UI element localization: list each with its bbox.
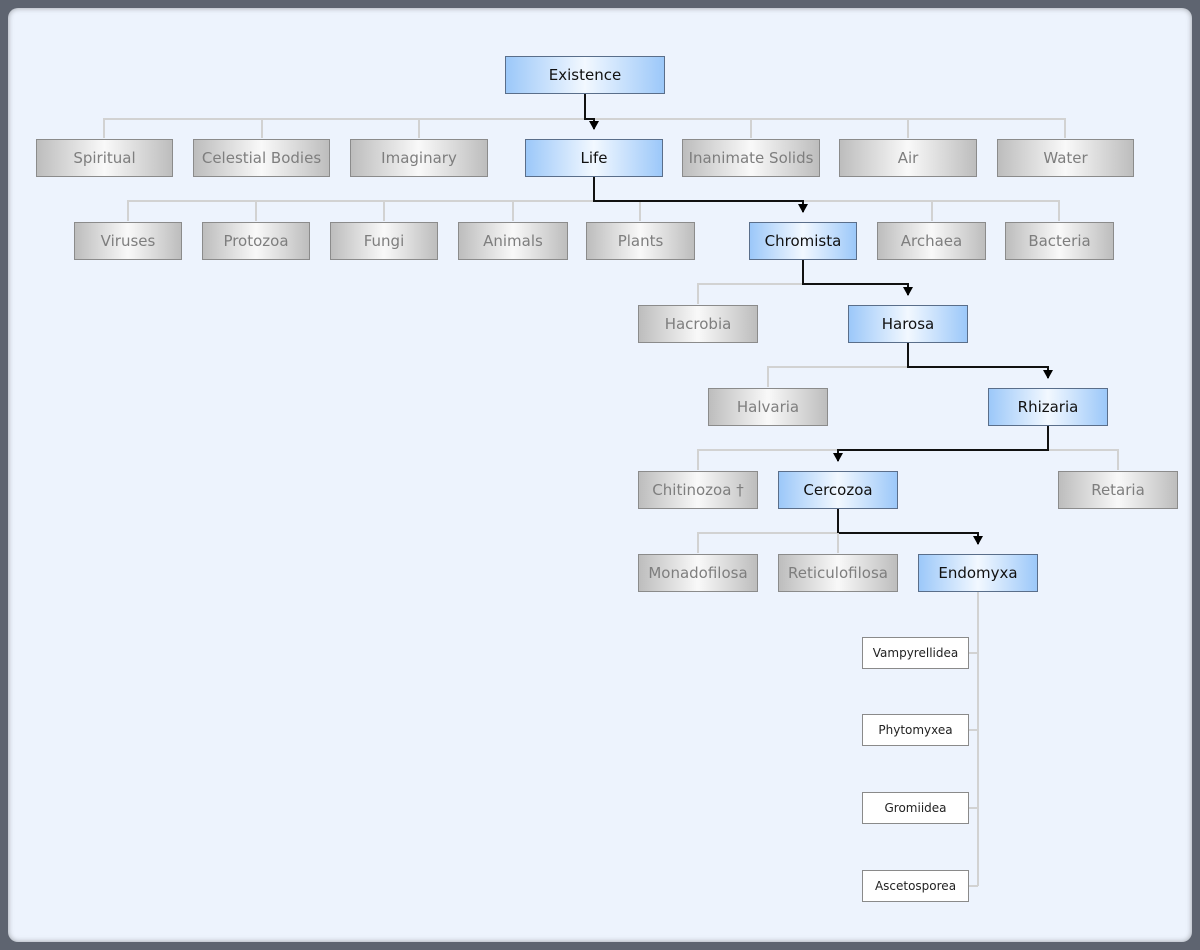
node-label: Retaria <box>1091 481 1145 499</box>
node-chromista[interactable]: Chromista <box>749 222 857 260</box>
node-monadofilosa[interactable]: Monadofilosa <box>638 554 758 592</box>
node-label: Gromiidea <box>884 801 947 815</box>
connector-chitinozoa <box>697 449 1119 470</box>
node-label: Rhizaria <box>1017 398 1079 416</box>
node-water[interactable]: Water <box>997 139 1134 177</box>
node-reticulofilosa[interactable]: Reticulofilosa <box>778 554 898 592</box>
node-label: Imaginary <box>381 149 457 167</box>
node-imaginary[interactable]: Imaginary <box>350 139 488 177</box>
node-fungi[interactable]: Fungi <box>330 222 438 260</box>
node-label: Viruses <box>100 232 156 250</box>
node-label: Archaea <box>900 232 963 250</box>
node-label: Vampyrellidea <box>872 646 959 660</box>
node-label: Celestial Bodies <box>201 149 322 167</box>
node-label: Hacrobia <box>664 315 732 333</box>
node-air[interactable]: Air <box>839 139 977 177</box>
node-label: Chromista <box>764 232 842 250</box>
path-cercozoa-endomyxa <box>837 509 983 545</box>
node-bacteria[interactable]: Bacteria <box>1005 222 1114 260</box>
connector-monadofilosa <box>697 532 839 553</box>
node-label: Existence <box>548 66 622 84</box>
node-animals[interactable]: Animals <box>458 222 568 260</box>
node-label: Life <box>580 149 608 167</box>
path-harosa-rhizaria <box>907 343 1053 379</box>
node-endomyxa[interactable]: Endomyxa <box>918 554 1038 592</box>
connector-halvaria <box>767 366 908 387</box>
node-label: Animals <box>483 232 543 250</box>
node-celestial-bodies[interactable]: Celestial Bodies <box>193 139 330 177</box>
node-label: Halvaria <box>736 398 800 416</box>
path-rhizaria-cercozoa <box>833 426 1049 462</box>
node-label: Spiritual <box>73 149 136 167</box>
node-cercozoa[interactable]: Cercozoa <box>778 471 898 509</box>
path-life-chromista <box>593 177 808 213</box>
node-rhizaria[interactable]: Rhizaria <box>988 388 1108 426</box>
node-label: Air <box>897 149 919 167</box>
node-label: Ascetosporea <box>874 879 957 893</box>
node-label: Endomyxa <box>938 564 1018 582</box>
node-viruses[interactable]: Viruses <box>74 222 182 260</box>
connector-spiritual <box>103 118 1066 138</box>
node-halvaria[interactable]: Halvaria <box>708 388 828 426</box>
node-harosa[interactable]: Harosa <box>848 305 968 343</box>
node-phytomyxea[interactable]: Phytomyxea <box>862 714 969 746</box>
node-archaea[interactable]: Archaea <box>877 222 986 260</box>
node-label: Bacteria <box>1028 232 1091 250</box>
connector-viruses <box>127 200 1060 221</box>
node-label: Protozoa <box>223 232 289 250</box>
node-inanimate-solids[interactable]: Inanimate Solids <box>682 139 820 177</box>
path-existence-life <box>584 94 599 130</box>
node-label: Chitinozoa † <box>652 481 744 499</box>
node-label: Plants <box>617 232 664 250</box>
node-plants[interactable]: Plants <box>586 222 695 260</box>
node-label: Inanimate Solids <box>688 149 814 167</box>
node-vampyrellidea[interactable]: Vampyrellidea <box>862 637 969 669</box>
node-label: Cercozoa <box>803 481 873 499</box>
node-label: Fungi <box>363 232 405 250</box>
node-label: Water <box>1043 149 1088 167</box>
node-label: Reticulofilosa <box>788 564 888 582</box>
connector-hacrobia <box>697 283 803 304</box>
node-label: Phytomyxea <box>878 723 953 737</box>
node-existence[interactable]: Existence <box>505 56 665 94</box>
node-spiritual[interactable]: Spiritual <box>36 139 173 177</box>
node-gromiidea[interactable]: Gromiidea <box>862 792 969 824</box>
node-life[interactable]: Life <box>525 139 663 177</box>
node-retaria[interactable]: Retaria <box>1058 471 1178 509</box>
node-chitinozoa[interactable]: Chitinozoa † <box>638 471 758 509</box>
node-ascetosporea[interactable]: Ascetosporea <box>862 870 969 902</box>
path-chromista-harosa <box>802 260 913 296</box>
node-label: Harosa <box>881 315 935 333</box>
node-label: Monadofilosa <box>648 564 748 582</box>
node-protozoa[interactable]: Protozoa <box>202 222 310 260</box>
node-hacrobia[interactable]: Hacrobia <box>638 305 758 343</box>
